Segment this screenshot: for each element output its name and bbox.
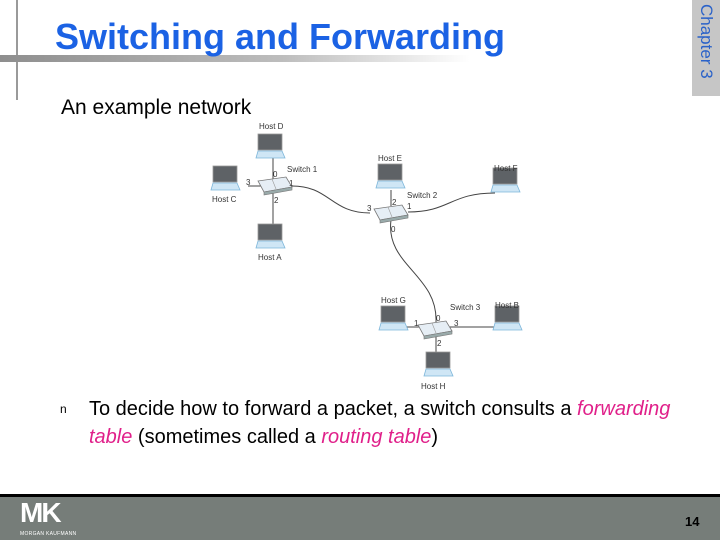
host-e-label: Host E bbox=[378, 154, 402, 163]
s1-port-2: 2 bbox=[274, 196, 279, 205]
switch-3-icon bbox=[417, 320, 453, 340]
s1-port-3: 3 bbox=[246, 178, 251, 187]
host-g-laptop-icon bbox=[378, 305, 409, 331]
switch-2-label: Switch 2 bbox=[407, 191, 438, 200]
s3-port-3: 3 bbox=[454, 319, 459, 328]
s2-port-3: 3 bbox=[367, 204, 372, 213]
subtitle: An example network bbox=[61, 96, 252, 119]
host-a-laptop-icon bbox=[255, 223, 286, 249]
chapter-label: Chapter 3 bbox=[697, 4, 716, 79]
switch-3-label: Switch 3 bbox=[450, 303, 481, 312]
host-g-label: Host G bbox=[381, 296, 406, 305]
host-d-laptop-icon bbox=[255, 133, 286, 159]
s2-port-1: 1 bbox=[407, 202, 412, 211]
host-a-label: Host A bbox=[258, 253, 282, 262]
bullet-text-part: ) bbox=[431, 426, 439, 448]
bullet-marker: n bbox=[60, 402, 67, 416]
switch-1-label: Switch 1 bbox=[287, 165, 318, 174]
host-e-laptop-icon bbox=[375, 163, 406, 189]
s3-port-0: 0 bbox=[436, 314, 441, 323]
host-f-label: Host F bbox=[494, 164, 518, 173]
s1-port-1: 1 bbox=[289, 179, 294, 188]
bullet-text-part: To decide how to forward a packet, a swi… bbox=[89, 398, 578, 420]
bullet-text: To decide how to forward a packet, a swi… bbox=[89, 395, 689, 451]
switch-1-icon bbox=[257, 176, 293, 196]
switch-2-icon bbox=[373, 204, 409, 224]
footer-divider bbox=[0, 494, 720, 497]
page-number: 14 bbox=[685, 514, 700, 529]
link-switch1 bbox=[248, 158, 371, 228]
footer: MK MORGAN KAUFMANN 14 bbox=[0, 497, 720, 540]
term-routing-table: routing table bbox=[321, 426, 432, 448]
host-c-laptop-icon bbox=[210, 165, 241, 191]
publisher-logo: MK bbox=[20, 497, 62, 528]
host-h-label: Host H bbox=[421, 382, 446, 391]
s2-port-0: 0 bbox=[391, 225, 396, 234]
chapter-tab: Chapter 3 bbox=[692, 0, 720, 96]
s3-port-2: 2 bbox=[437, 339, 442, 348]
s2-port-2: 2 bbox=[392, 198, 397, 207]
link-switch2 bbox=[390, 190, 496, 213]
link-switch3 bbox=[390, 219, 500, 356]
publisher-logo-subtext: MORGAN KAUFMANN bbox=[20, 531, 77, 537]
host-b-label: Host B bbox=[495, 301, 519, 310]
bullet-text-part: (sometimes called a bbox=[132, 426, 322, 448]
s3-port-1: 1 bbox=[414, 319, 419, 328]
slide-title: Switching and Forwarding bbox=[55, 16, 505, 57]
host-c-label: Host C bbox=[212, 195, 237, 204]
s1-port-0: 0 bbox=[273, 170, 278, 179]
host-h-laptop-icon bbox=[423, 351, 454, 377]
title-underline-bar bbox=[0, 55, 470, 62]
term-forwarding-table: forwarding table bbox=[89, 398, 671, 448]
decorative-vertical-line bbox=[16, 0, 18, 100]
host-d-label: Host D bbox=[259, 122, 284, 131]
